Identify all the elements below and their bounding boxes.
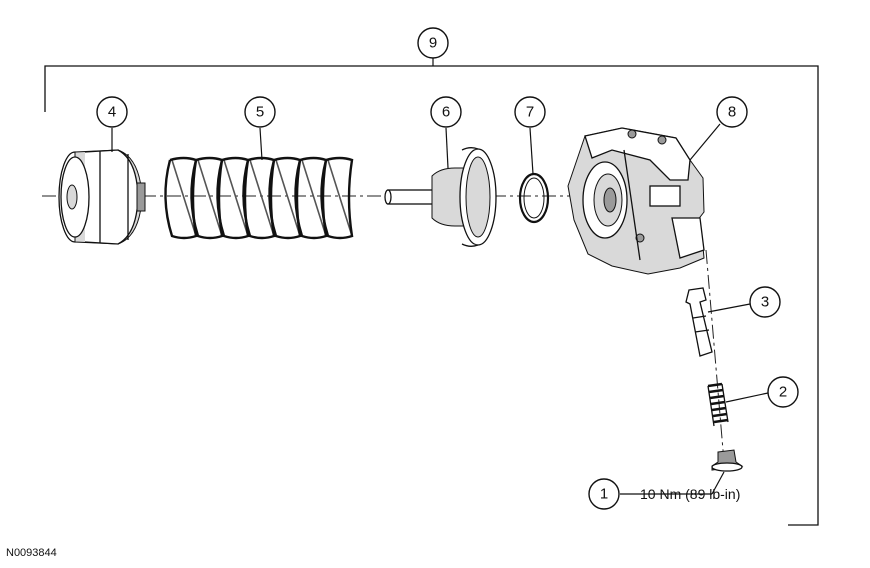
part-6-piston-rod [384, 147, 497, 247]
callout-9: 9 [417, 27, 449, 59]
callout-4-label: 4 [108, 104, 116, 121]
callout-5-label: 5 [256, 104, 264, 121]
torque-spec-label: 10 Nm (89 lb-in) [640, 486, 740, 502]
callout-3: 3 [749, 286, 781, 318]
callout-1: 1 [588, 478, 620, 510]
part-8-housing [567, 127, 705, 275]
figure-reference-code: N0093844 [6, 547, 57, 559]
leader-lines [111, 123, 769, 495]
part-2-spring [707, 382, 729, 427]
callout-7-label: 7 [526, 104, 534, 121]
callout-6: 6 [430, 96, 462, 128]
callout-2: 2 [767, 376, 799, 408]
assembly-bracket [44, 58, 819, 526]
callout-7: 7 [514, 96, 546, 128]
vertical-centerline [705, 249, 725, 463]
callout-1-label: 1 [600, 486, 608, 503]
part-5-spring [164, 156, 354, 240]
part-7-o-ring [518, 172, 550, 224]
callout-6-label: 6 [442, 104, 450, 121]
part-1-plug [711, 449, 744, 472]
callout-5: 5 [244, 96, 276, 128]
callout-3-label: 3 [761, 294, 769, 311]
callout-9-label: 9 [429, 35, 437, 52]
callout-2-label: 2 [779, 384, 787, 401]
part-4-piston [58, 149, 146, 245]
callout-8-label: 8 [728, 104, 736, 121]
callout-4: 4 [96, 96, 128, 128]
part-3-valve [685, 287, 713, 357]
callout-8: 8 [716, 96, 748, 128]
